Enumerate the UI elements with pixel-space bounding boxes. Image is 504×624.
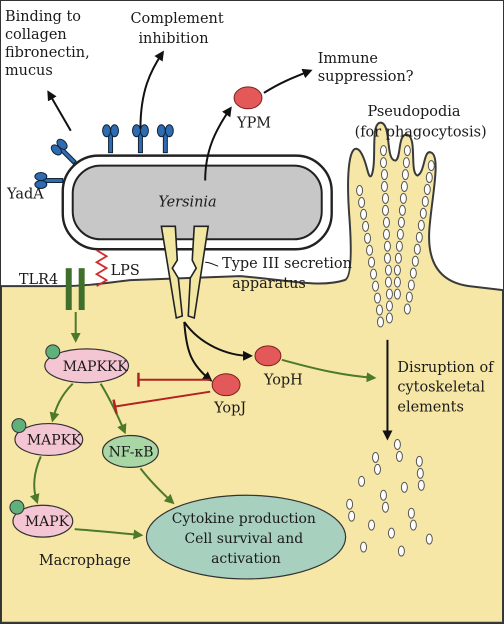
yoph-protein (254, 345, 282, 367)
cytokine-output-node (145, 494, 347, 580)
tlr4-receptor-right (78, 268, 85, 311)
complement-arrow (139, 50, 165, 129)
secretion-to-yopj-arrow (183, 321, 213, 382)
t3ss-label: Type III secretion apparatus (222, 256, 356, 292)
macrophage-cell (1, 121, 503, 623)
tlr4-label: TLR4 (19, 272, 58, 288)
disruption-label: Disruption of cytoskeletal elements (397, 360, 498, 416)
t3ss-label-leader (205, 261, 219, 267)
immune-label: Immune suppression? (318, 51, 414, 85)
secretion-to-yoph-arrow (183, 321, 253, 361)
cytokine-label: Cytokine production Cell survival and ac… (172, 511, 321, 567)
yoph-to-disruption-arrow (281, 358, 377, 383)
mapkkk-label: MAPKKK (63, 359, 129, 375)
mapkk-node (14, 422, 84, 457)
lps-molecule (94, 249, 109, 287)
nfkb-to-cytokine-arrow (139, 467, 175, 505)
mapk-label: MAPK (25, 514, 70, 530)
mapk-to-cytokine-arrow (74, 528, 144, 540)
mapkkk-node (44, 348, 130, 384)
yopj-label: YopJ (213, 401, 246, 417)
tlr4-receptor-left (65, 268, 72, 311)
pseudopodia-cytoskeleton (356, 145, 435, 328)
yada-label: YadA (6, 186, 44, 202)
mapkkk-phospho-group (45, 344, 61, 360)
yoph-label: YopH (263, 373, 303, 389)
mapkk-label: MAPKK (27, 432, 82, 448)
mapk-phospho-group (9, 499, 25, 515)
ypm-protein (233, 86, 263, 110)
mapk-node (12, 504, 74, 538)
ypm-label: YPM (236, 116, 271, 132)
yopj-protein (211, 373, 241, 397)
mapkk-to-mapk-arrow (29, 456, 42, 505)
complement-label: Complement inhibition (130, 11, 228, 47)
mapkkk-to-mapkk-arrow (49, 383, 74, 423)
yopj-inhibits-mapkk-bar (112, 399, 118, 414)
ypm-to-immune-arrow (263, 68, 313, 94)
cytoskeleton-fragments (346, 438, 433, 557)
yada-adhesins (34, 124, 174, 189)
pseudopodia-label: Pseudopodia (for phagocytosis) (355, 104, 487, 141)
yersinia-label: Yersinia (158, 194, 216, 210)
macrophage-label: Macrophage (39, 553, 131, 569)
type-iii-secretion-apparatus (160, 225, 210, 320)
mapkk-phospho-group (11, 418, 27, 434)
nfkb-label: NF-κB (109, 444, 154, 460)
nfkb-node (101, 434, 159, 468)
secretion-to-ypm-arrow (204, 106, 232, 181)
yopj-inhibits-mapkk (114, 390, 211, 408)
binding-arrow (47, 90, 72, 132)
mapkkk-to-nfkb-arrow (99, 383, 127, 435)
binding-label: Binding to collagen fibronectin, mucus (5, 9, 94, 79)
lps-label: LPS (111, 263, 140, 279)
